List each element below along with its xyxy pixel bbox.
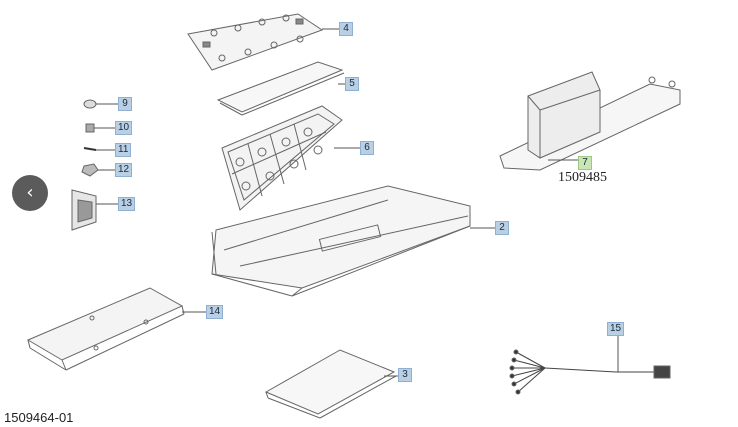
part-bracket — [499, 71, 681, 171]
part-cover-sheet — [216, 61, 345, 116]
callout-7[interactable]: 7 — [578, 156, 592, 170]
callout-4[interactable]: 4 — [339, 22, 353, 36]
part-mounting-plate — [26, 287, 206, 371]
callout-3[interactable]: 3 — [398, 368, 412, 382]
part-wiring-harness — [509, 336, 671, 395]
callout-15[interactable]: 15 — [607, 322, 625, 336]
callout-6[interactable]: 6 — [360, 141, 374, 155]
callout-12[interactable]: 12 — [115, 163, 133, 177]
callout-13[interactable]: 13 — [118, 197, 136, 211]
callout-2[interactable]: 2 — [495, 221, 509, 235]
drawing-id-label: 1509464-01 — [4, 410, 74, 425]
callout-5[interactable]: 5 — [345, 77, 359, 91]
part-led-board — [187, 13, 339, 71]
callout-10[interactable]: 10 — [115, 121, 133, 135]
chevron-left-icon: ‹ — [26, 182, 34, 203]
part-reflector-grid — [221, 105, 360, 211]
part-small-hardware — [71, 99, 118, 231]
callout-11[interactable]: 11 — [115, 143, 132, 157]
callout-14[interactable]: 14 — [206, 305, 224, 319]
part-number-label: 1509485 — [558, 170, 607, 185]
part-housing — [211, 185, 495, 297]
callout-9[interactable]: 9 — [118, 97, 132, 111]
part-diffuser-sheet — [264, 349, 398, 419]
previous-image-button[interactable]: ‹ — [12, 175, 48, 211]
